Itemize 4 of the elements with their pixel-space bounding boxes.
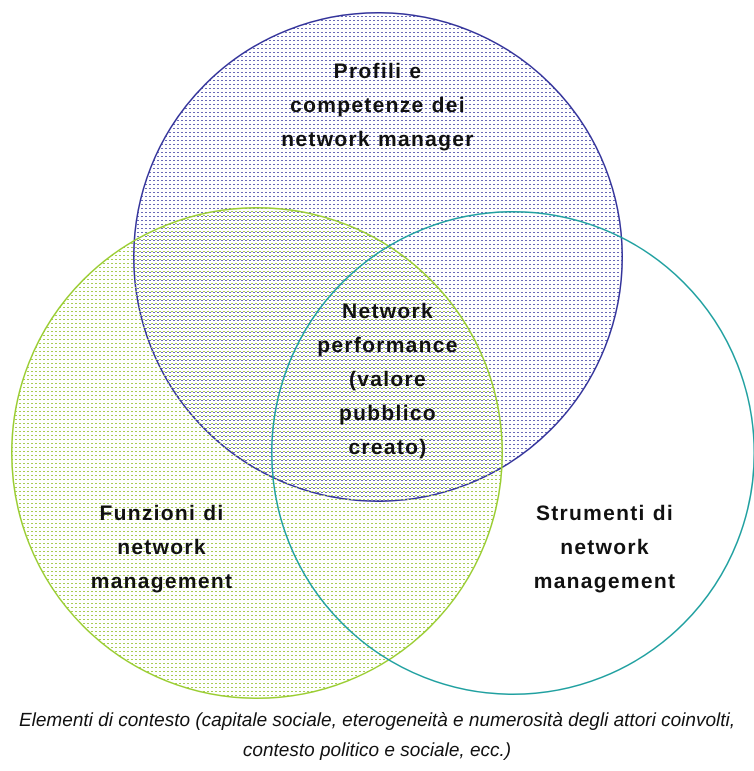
- circle-label: Funzioni di network management: [90, 501, 234, 595]
- caption: Elementi di contesto (capitale sociale, eterogeneità e numerosità degli attori coinvolti, contesto politico e sociale, ecc.): [18, 709, 736, 763]
- circle-label: Profili e competenze dei network manager: [280, 59, 476, 153]
- circle-label: Strumenti di network management: [532, 501, 678, 595]
